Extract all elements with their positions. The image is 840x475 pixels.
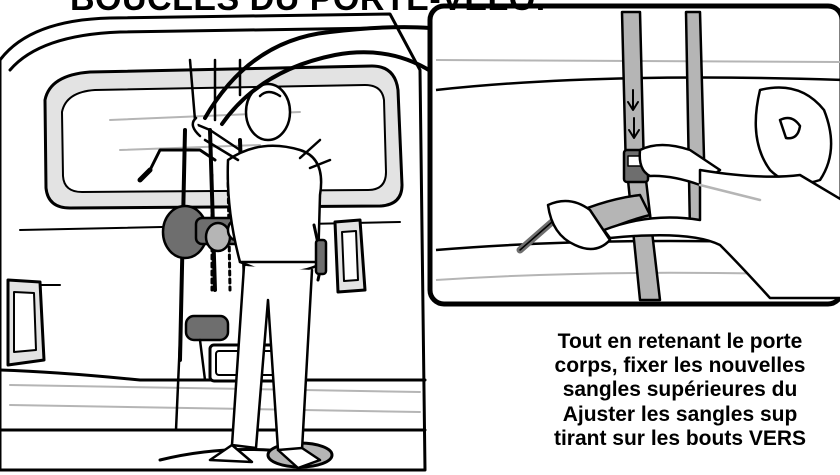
caption-line-1: Tout en retenant le porte bbox=[500, 330, 840, 354]
caption-line-5: tirant sur les bouts VERS bbox=[500, 427, 840, 451]
instruction-caption-2: Ajuster les sangles sup tirant sur les b… bbox=[500, 403, 840, 451]
caption-line-4: Ajuster les sangles sup bbox=[500, 403, 840, 427]
caption-line-3: sangles supérieures du bbox=[500, 378, 840, 402]
page-heading: BOUCLES DU PORTE-VÉLO. bbox=[70, 0, 546, 19]
caption-line-2: corps, fixer les nouvelles bbox=[500, 354, 840, 378]
instruction-caption-1: Tout en retenant le porte corps, fixer l… bbox=[500, 330, 840, 402]
